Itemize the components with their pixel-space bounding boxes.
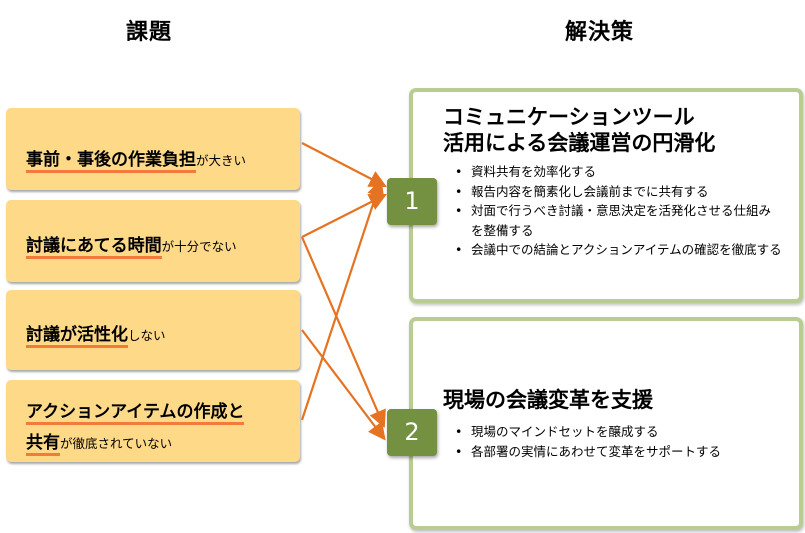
issue-emphasis: 討議にあてる時間 [26,236,162,259]
solution-title-line: コミュニケーションツール [443,105,695,129]
solution-panel-1: コミュニケーションツール 活用による会議運営の円滑化 資料共有を効率化する 報告… [409,88,803,303]
bullet-item: 報告内容を簡素化し会議前までに共有する [453,182,783,202]
issue-box-4: アクションアイテムの作成と 共有が徹底されていない [6,380,300,462]
issue-line: 事前・事後の作業負担が大きい [26,145,300,173]
bullet-item: 現場のマインドセットを醸成する [453,422,793,442]
issue-box-1: 事前・事後の作業負担が大きい [6,108,300,190]
solutions-heading: 解決策 [565,20,635,45]
arrow-issue-4-to-solution-1 [300,178,385,421]
issue-text: が十分でない [161,239,237,254]
issue-emphasis: 討議が活性化 [26,325,128,348]
issues-heading: 課題 [126,20,173,45]
issue-box-3: 討議が活性化しない [6,290,300,370]
issue-emphasis: アクションアイテムの作成と [26,402,245,425]
issue-box-2: 討議にあてる時間が十分でない [6,200,300,282]
bullet-item: 各部署の実情にあわせて変革をサポートする [453,442,793,462]
issue-line: 共有が徹底されていない [26,428,300,456]
issue-line: 討議にあてる時間が十分でない [26,231,300,259]
solution-bullets: 現場のマインドセットを醸成する 各部署の実情にあわせて変革をサポートする [453,422,793,461]
bullet-item: 対面で行うべき討議・意思決定を活発化させる仕組みを整備する [453,201,783,240]
issue-text: が徹底されていない [60,436,173,451]
solution-bullets: 資料共有を効率化する 報告内容を簡素化し会議前までに共有する 対面で行うべき討議… [453,162,783,260]
solution-title: 現場の会議変革を支援 [443,387,653,413]
solution-title-line: 現場の会議変革を支援 [443,388,653,412]
solution-number-badge-1: 1 [387,178,437,225]
bullet-item: 資料共有を効率化する [453,162,783,182]
issue-text: しない [128,328,166,343]
issue-line: アクションアイテムの作成と [26,397,300,425]
arrow-issue-3-to-solution-2 [301,329,386,441]
solution-number-badge-2: 2 [387,409,437,456]
arrow-issue-1-to-solution-1 [301,142,387,188]
arrow-issue-2-to-solution-1 [301,194,387,238]
arrow-issue-2-to-solution-2 [300,236,386,429]
bullet-item: 会議中での結論とアクションアイテムの確認を徹底する [453,240,783,260]
solution-title-line: 活用による会議運営の円滑化 [443,131,716,155]
issue-emphasis: 事前・事後の作業負担 [26,150,196,173]
issue-line: 討議が活性化しない [26,320,300,348]
solution-title: コミュニケーションツール 活用による会議運営の円滑化 [443,104,715,156]
issue-emphasis: 共有 [26,433,60,456]
issue-text: が大きい [196,153,247,168]
solution-panel-2: 現場の会議変革を支援 現場のマインドセットを醸成する 各部署の実情にあわせて変革… [409,317,803,530]
